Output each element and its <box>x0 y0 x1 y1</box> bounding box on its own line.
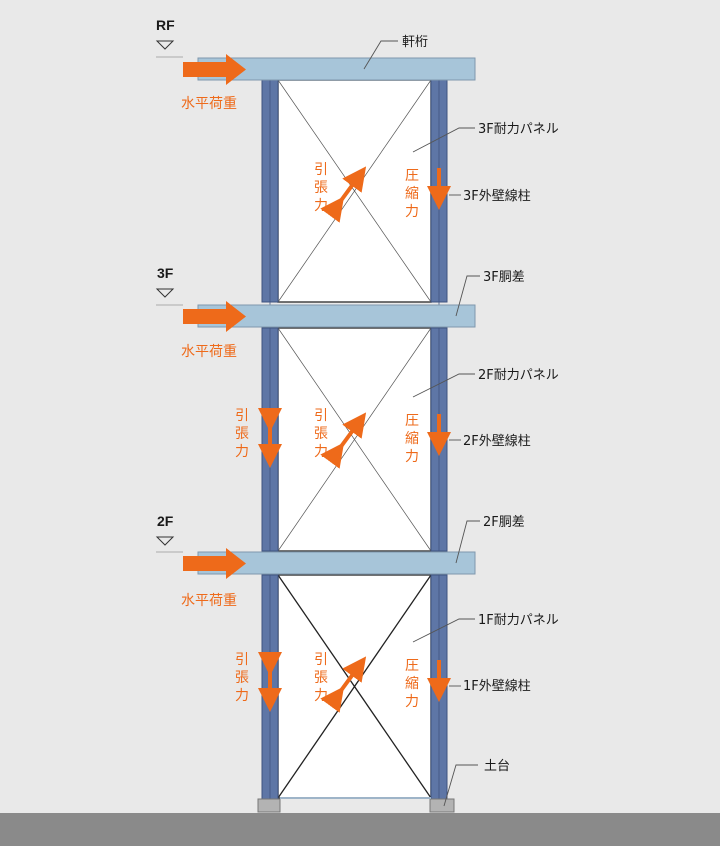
horizontal-load-label-2f: 水平荷重 <box>181 593 237 609</box>
svg-text:張: 張 <box>314 426 328 442</box>
level-marker-2f <box>155 536 175 546</box>
compression-label-2f: 圧 縮 力 <box>405 413 419 465</box>
level-marker-rf <box>155 40 175 50</box>
level-label-2f: 2F <box>157 513 174 529</box>
horizontal-load-arrow-rf <box>183 54 246 85</box>
svg-text:引: 引 <box>314 408 328 424</box>
svg-text:力: 力 <box>314 444 328 460</box>
sill-base-right <box>429 798 455 813</box>
svg-text:縮: 縮 <box>405 186 419 202</box>
f2-girt-label: 2F胴差 <box>483 515 525 530</box>
svg-text:引: 引 <box>314 162 328 178</box>
svg-text:縮: 縮 <box>405 431 419 447</box>
tension-arrow-1f <box>320 656 367 713</box>
svg-text:力: 力 <box>405 204 419 220</box>
svg-text:力: 力 <box>405 694 419 710</box>
tension-label-panel-2f: 引 張 力 <box>314 408 328 460</box>
svg-text:引: 引 <box>235 652 249 668</box>
tension-arrow-3f <box>320 166 367 223</box>
svg-text:力: 力 <box>405 449 419 465</box>
level-label-rf: RF <box>156 17 175 33</box>
panel-1f-label: 1F耐力パネル <box>478 613 559 628</box>
horizontal-load-label-rf: 水平荷重 <box>181 96 237 112</box>
panel-2f-label: 2F耐力パネル <box>478 368 559 383</box>
svg-text:縮: 縮 <box>405 676 419 692</box>
svg-text:圧: 圧 <box>405 168 419 184</box>
tension-arrow-2f <box>320 412 367 469</box>
svg-text:圧: 圧 <box>405 658 419 674</box>
horizontal-load-arrow-3f <box>183 301 246 332</box>
level-label-3f: 3F <box>157 265 174 281</box>
tension-label-column-2f: 引 張 力 <box>235 408 249 460</box>
svg-text:圧: 圧 <box>405 413 419 429</box>
tension-label-panel-3f: 引 張 力 <box>314 162 328 214</box>
svg-text:張: 張 <box>314 180 328 196</box>
svg-text:力: 力 <box>314 198 328 214</box>
horizontal-load-label-3f: 水平荷重 <box>181 344 237 360</box>
f3-girt-label: 3F胴差 <box>483 270 525 285</box>
svg-text:力: 力 <box>314 688 328 704</box>
svg-text:引: 引 <box>314 652 328 668</box>
eaves-beam-label: 軒桁 <box>402 35 428 50</box>
level-marker-3f <box>155 288 175 298</box>
panel-3f-label: 3F耐力パネル <box>478 122 559 137</box>
compression-label-1f: 圧 縮 力 <box>405 658 419 710</box>
svg-text:張: 張 <box>235 670 249 686</box>
horizontal-load-arrow-2f <box>183 548 246 579</box>
leader-lines <box>363 40 480 807</box>
ground <box>0 813 720 846</box>
compression-label-3f: 圧 縮 力 <box>405 168 419 220</box>
tension-label-column-1f: 引 張 力 <box>235 652 249 704</box>
column-1f-label: 1F外壁線柱 <box>463 678 531 694</box>
svg-text:力: 力 <box>235 688 249 704</box>
svg-text:張: 張 <box>314 670 328 686</box>
tension-label-panel-1f: 引 張 力 <box>314 652 328 704</box>
svg-text:張: 張 <box>235 426 249 442</box>
column-3f-label: 3F外壁線柱 <box>463 188 531 204</box>
svg-text:引: 引 <box>235 408 249 424</box>
sill-label: 土台 <box>484 759 510 774</box>
column-2f-label: 2F外壁線柱 <box>463 433 531 449</box>
sill-base-left <box>257 798 281 813</box>
svg-text:力: 力 <box>235 444 249 460</box>
